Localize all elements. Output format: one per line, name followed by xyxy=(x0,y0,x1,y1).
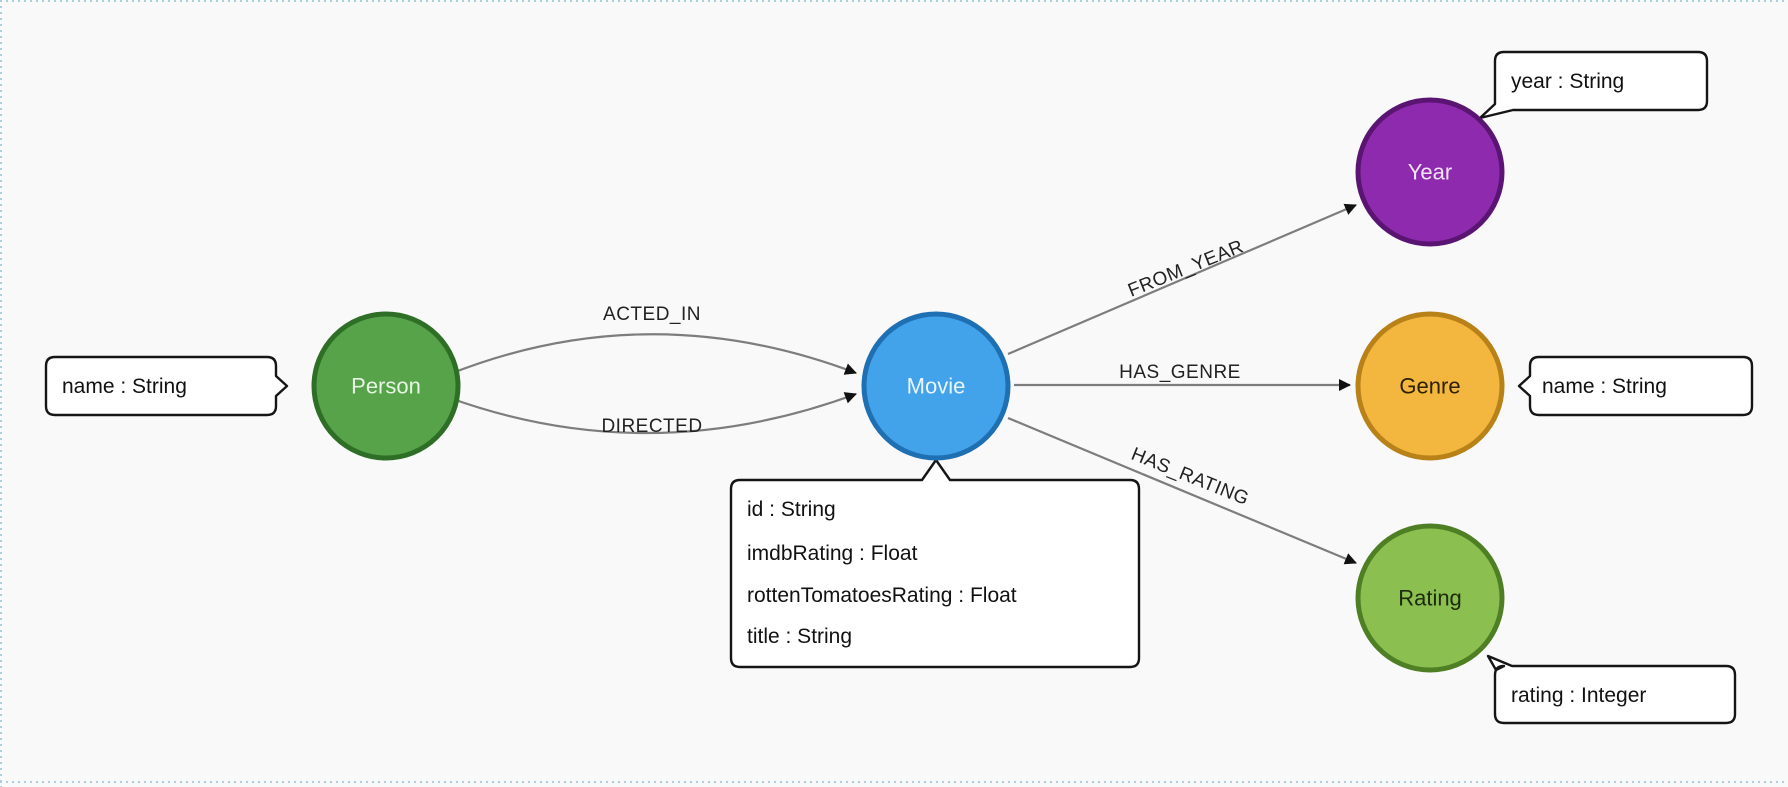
node-genre-label: Genre xyxy=(1399,374,1460,399)
edge-label-directed: DIRECTED xyxy=(601,416,702,437)
edge-has-rating[interactable] xyxy=(1007,416,1357,565)
edge-label-from-year: FROM_YEAR xyxy=(1125,236,1247,301)
edge-directed[interactable] xyxy=(449,392,857,435)
movie-property-id: id : String xyxy=(747,498,836,521)
node-person-label: Person xyxy=(351,374,421,399)
node-person[interactable]: Person xyxy=(311,311,461,461)
node-year[interactable]: Year xyxy=(1355,97,1505,247)
genre-property-name: name : String xyxy=(1542,375,1667,398)
rating-properties-callout: rating : Integer xyxy=(1486,654,1737,725)
node-genre[interactable]: Genre xyxy=(1355,311,1505,461)
node-year-label: Year xyxy=(1408,160,1452,185)
genre-properties-callout: name : String xyxy=(1517,355,1754,417)
movie-property-imdb-rating: imdbRating : Float xyxy=(747,542,918,565)
edge-label-has-genre: HAS_GENRE xyxy=(1119,362,1241,383)
year-property-year: year : String xyxy=(1511,70,1624,93)
node-movie-label: Movie xyxy=(907,374,966,399)
node-rating-label: Rating xyxy=(1398,586,1462,611)
node-movie[interactable]: Movie xyxy=(861,311,1011,461)
movie-properties-callout: id : String imdbRating : Float rottenTom… xyxy=(729,458,1141,669)
person-properties-callout: name : String xyxy=(44,355,289,417)
edge-acted-in[interactable] xyxy=(449,333,857,376)
year-properties-callout: year : String xyxy=(1478,50,1709,120)
movie-property-title: title : String xyxy=(747,625,852,648)
rating-property-rating: rating : Integer xyxy=(1511,684,1646,707)
node-rating[interactable]: Rating xyxy=(1355,523,1505,673)
movie-property-rotten-tomatoes-rating: rottenTomatoesRating : Float xyxy=(747,584,1017,607)
person-property-name: name : String xyxy=(62,375,187,398)
edge-from-year[interactable] xyxy=(1007,203,1357,356)
edge-label-acted-in: ACTED_IN xyxy=(603,304,701,325)
